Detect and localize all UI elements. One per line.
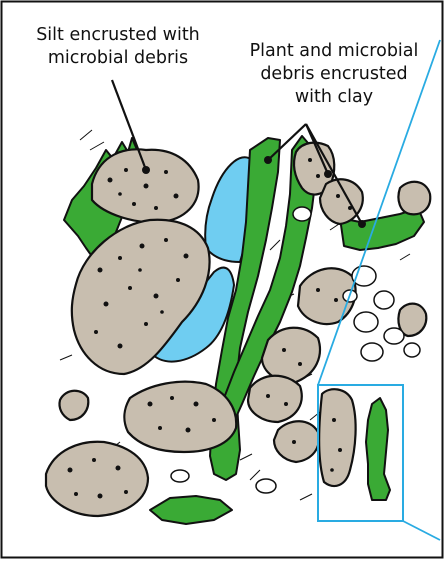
silt-particle-mid <box>124 382 236 452</box>
label-plant-line2: debris encrusted <box>260 64 407 84</box>
label-plant-line1: Plant and microbial <box>250 41 419 61</box>
label-silt-line2: microbial debris <box>48 48 188 68</box>
silt-particle-right-low <box>248 376 302 422</box>
label-silt-line1: Silt encrusted with <box>36 25 200 45</box>
silt-particle-far-right-top <box>398 182 430 215</box>
silt-particle-bottom-left <box>46 442 148 516</box>
silt-particle-right-low2 <box>274 421 319 462</box>
silt-particle-inset <box>319 389 355 486</box>
plant-fragment-inset <box>366 398 390 500</box>
label-plant-line3: with clay <box>295 87 373 107</box>
